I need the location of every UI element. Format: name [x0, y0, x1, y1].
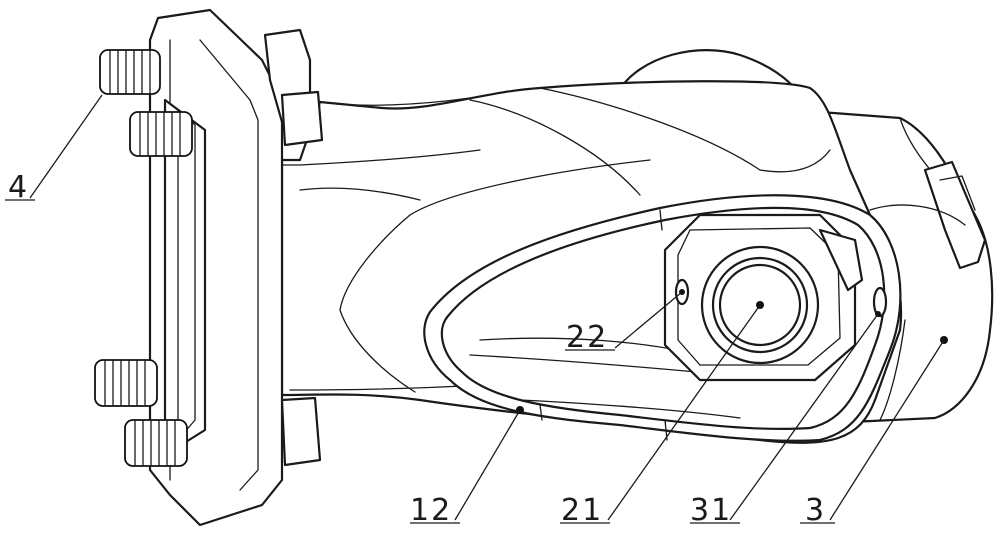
label-31: 31	[690, 493, 732, 528]
label-12: 12	[410, 493, 452, 528]
flange-plate	[148, 8, 324, 527]
label-3: 3	[805, 493, 826, 528]
studs-part-4	[94, 49, 193, 467]
label-21: 21	[561, 493, 603, 528]
label-22: 22	[566, 320, 608, 355]
leader-lines	[5, 94, 948, 524]
label-4: 4	[8, 170, 29, 205]
